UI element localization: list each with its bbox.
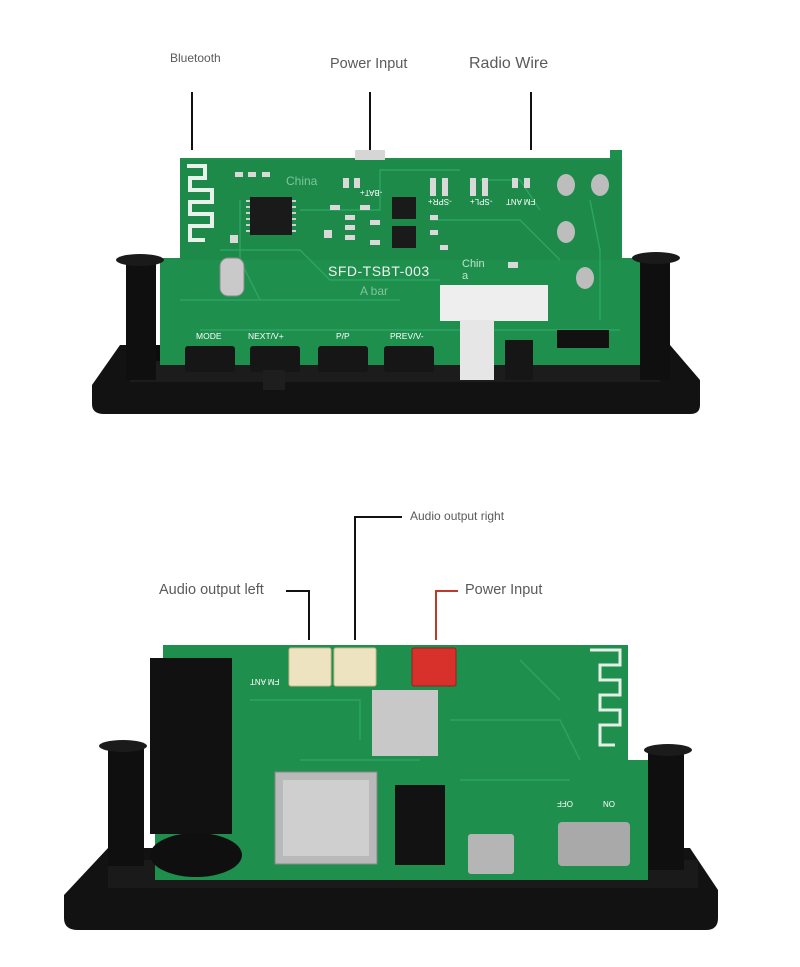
connector-power [411, 647, 457, 687]
aux-jack [395, 785, 445, 865]
label-audio-output-left: Audio output left [159, 582, 264, 598]
bottom-board-photo [64, 516, 718, 930]
mount-post-right-top [640, 262, 670, 380]
silk-button-pp: P/P [336, 331, 350, 341]
button-pp [318, 346, 368, 372]
mount-post-left-top [126, 262, 156, 380]
silk-watermark-top: China [286, 174, 318, 188]
label-bluetooth: Bluetooth [170, 51, 221, 65]
button-next [250, 346, 300, 372]
silk-watermark-right: Chin a [462, 258, 485, 282]
mount-post-left-bottom [108, 748, 144, 866]
silk-model: SFD-TSBT-003 [328, 263, 430, 279]
label-audio-output-right: Audio output right [410, 509, 505, 523]
label-power-input-bottom: Power Input [465, 582, 543, 598]
silk-button-prev: PREV/V- [390, 331, 424, 341]
callout-line-audio-right [354, 516, 402, 640]
shield-chip [372, 690, 438, 756]
button-mode [185, 346, 235, 372]
chip-main [250, 197, 292, 235]
mic-jack [150, 658, 232, 834]
silk-on: ON [603, 799, 615, 808]
power-switch [558, 822, 630, 866]
silk-watermark-bottom: A bar [360, 284, 389, 298]
micro-usb [468, 834, 514, 874]
label-power-input-top: Power Input [330, 56, 408, 72]
connector-audio-right [333, 647, 377, 687]
silk-spl: -SPL+ [470, 197, 493, 206]
label-radio-wire: Radio Wire [469, 55, 549, 72]
silk-fm-ant-top: FM ANT [506, 197, 536, 206]
button-prev [384, 346, 434, 372]
silk-bat: -BAT+ [360, 188, 383, 197]
top-board-photo [92, 92, 700, 414]
connector-white-top [440, 285, 548, 321]
silk-button-mode: MODE [196, 331, 222, 341]
chip-amp-1 [392, 197, 416, 219]
connector-audio-left [288, 647, 332, 687]
crystal [219, 257, 245, 297]
callout-line-audio-left [286, 590, 310, 640]
silk-spr: -SPR+ [428, 197, 452, 206]
silk-fm-ant-bottom: FM ANT [250, 677, 280, 686]
callout-line-power-bottom [435, 590, 458, 640]
mount-post-right-bottom [648, 752, 684, 870]
silk-button-next: NEXT/V+ [248, 331, 284, 341]
silk-off: OFF [557, 799, 573, 808]
chip-amp-2 [392, 226, 416, 248]
